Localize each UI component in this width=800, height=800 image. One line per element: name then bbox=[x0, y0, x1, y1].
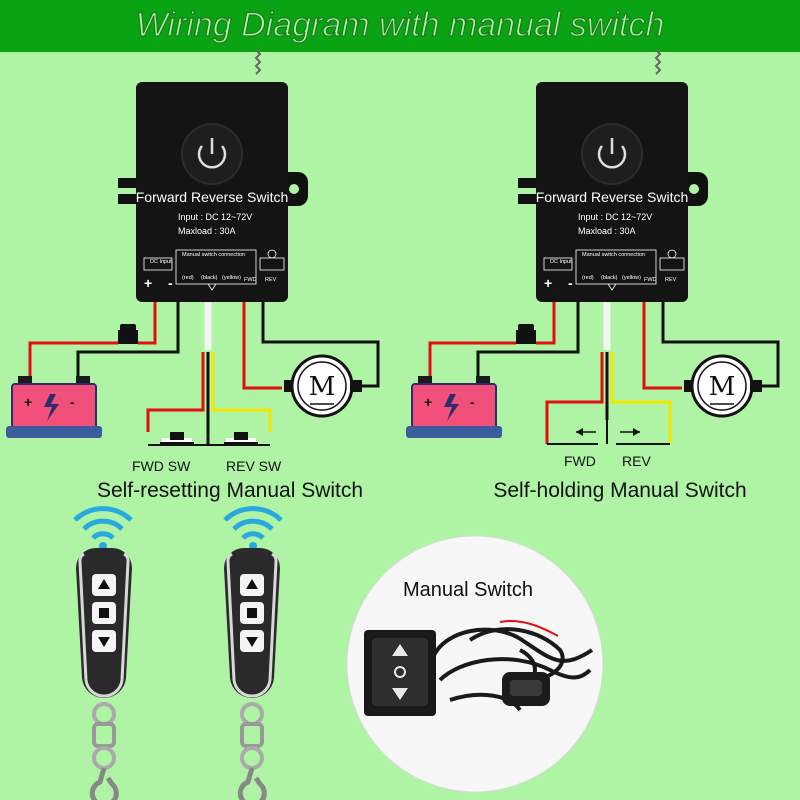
fwd-label: FWD bbox=[564, 453, 596, 469]
battery-minus: - bbox=[470, 394, 475, 410]
device-input: Input : DC 12~72V bbox=[578, 212, 652, 222]
dc-input-label: DC Input bbox=[550, 259, 572, 265]
terminal-plus: + bbox=[144, 275, 152, 291]
manual-switch-label: Manual Switch bbox=[403, 579, 533, 601]
cable-icon bbox=[430, 627, 594, 712]
terminal-fwd-label: FWD bbox=[244, 277, 257, 283]
dc-input-label: DC Input bbox=[150, 259, 172, 265]
remote-control-icon bbox=[76, 548, 132, 800]
diagram-title: Wiring Diagram with manual switch bbox=[136, 6, 665, 44]
terminal-rev-label: REV bbox=[665, 277, 677, 283]
device-maxload: Maxload : 30A bbox=[178, 226, 236, 236]
right-wiring-diagram: Forward Reverse Switch Input : DC 12~72V… bbox=[405, 48, 780, 502]
terminal-plus: + bbox=[544, 275, 552, 291]
fwd-push-switch bbox=[160, 432, 194, 445]
battery-icon bbox=[5, 375, 103, 439]
rev-arrow-icon bbox=[620, 428, 640, 436]
terminal-red-label: (red) bbox=[582, 275, 594, 281]
left-wiring-diagram: Forward Reverse Switch Input : DC 12~72V… bbox=[5, 48, 380, 502]
terminal-minus: - bbox=[168, 275, 173, 291]
manual-connection-label: Manual switch connection bbox=[182, 252, 245, 258]
remote-controls bbox=[75, 509, 281, 800]
device-label: Forward Reverse Switch bbox=[136, 189, 289, 205]
terminal-red-label: (red) bbox=[182, 275, 194, 281]
motor-letter: M bbox=[709, 372, 736, 402]
battery-minus: - bbox=[70, 394, 75, 410]
device-input: Input : DC 12~72V bbox=[178, 212, 252, 222]
fuse-icon bbox=[516, 324, 536, 344]
terminal-minus: - bbox=[568, 275, 573, 291]
terminal-black-label: (black) bbox=[601, 275, 618, 281]
manual-connection-label: Manual switch connection bbox=[582, 252, 645, 258]
rev-push-switch bbox=[224, 432, 258, 445]
controller-box-icon bbox=[516, 48, 710, 304]
rocker-switch-icon bbox=[364, 630, 436, 716]
device-label: Forward Reverse Switch bbox=[536, 189, 689, 205]
rev-label: REV bbox=[622, 453, 651, 469]
controller-box-icon bbox=[116, 48, 310, 304]
battery-icon bbox=[405, 375, 503, 439]
fwd-sw-label: FWD SW bbox=[132, 458, 191, 474]
left-caption: Self-resetting Manual Switch bbox=[97, 479, 363, 502]
battery-plus: + bbox=[424, 394, 432, 410]
terminal-yellow-label: (yellow) bbox=[622, 275, 641, 281]
device-maxload: Maxload : 30A bbox=[578, 226, 636, 236]
wifi-signal-icon bbox=[225, 509, 281, 550]
fuse-icon bbox=[118, 324, 138, 344]
terminal-black-label: (black) bbox=[201, 275, 218, 281]
motor-letter: M bbox=[309, 372, 336, 402]
terminal-rev-label: REV bbox=[265, 277, 277, 283]
battery-plus: + bbox=[24, 394, 32, 410]
rev-sw-label: REV SW bbox=[226, 458, 282, 474]
fwd-arrow-icon bbox=[576, 428, 596, 436]
manual-switch-panel: Manual Switch bbox=[346, 535, 604, 793]
terminal-yellow-label: (yellow) bbox=[222, 275, 241, 281]
remote-control-icon bbox=[224, 548, 280, 800]
terminal-fwd-label: FWD bbox=[644, 277, 657, 283]
wifi-signal-icon bbox=[75, 509, 131, 550]
title-banner: Wiring Diagram with manual switch bbox=[0, 0, 800, 52]
right-caption: Self-holding Manual Switch bbox=[493, 479, 746, 502]
